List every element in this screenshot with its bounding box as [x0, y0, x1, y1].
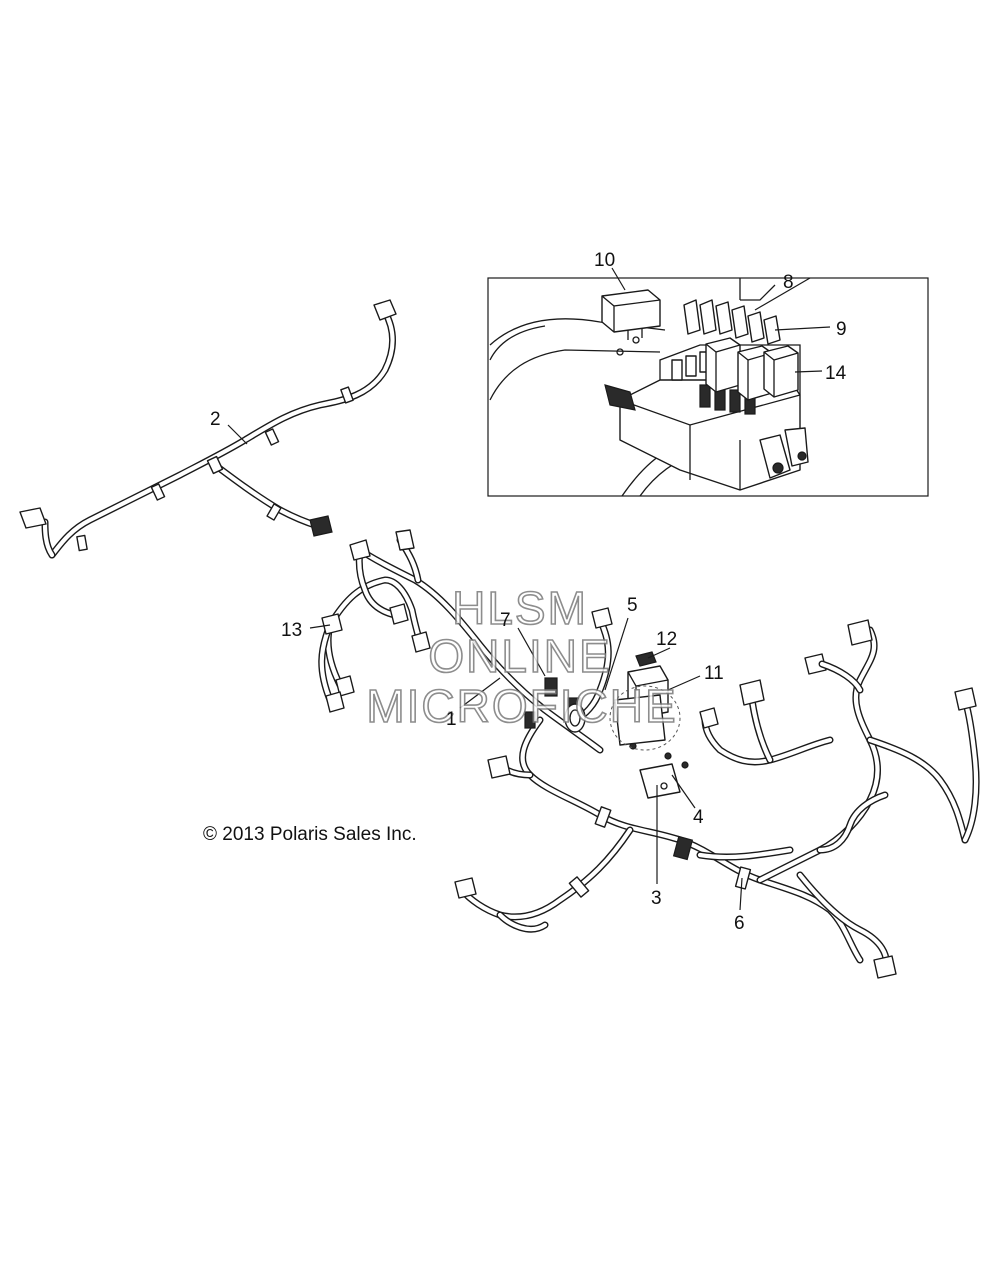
callout-1: 1: [446, 709, 457, 730]
main-harness-1: [309, 529, 980, 979]
callout-6: 6: [734, 913, 745, 934]
watermark-line-2: ONLINE: [428, 630, 611, 682]
callout-9: 9: [836, 319, 847, 340]
callout-12: 12: [656, 629, 677, 650]
callout-11: 11: [704, 663, 724, 684]
callout-3: 3: [651, 888, 662, 909]
callout-5: 5: [627, 595, 638, 616]
callout-14: 14: [825, 363, 847, 384]
callout-4: 4: [693, 807, 704, 828]
rear-harness-2: [19, 299, 397, 559]
bracket-3: [629, 742, 689, 799]
watermark-line-3: MICROFICHE: [366, 680, 677, 732]
copyright-text: © 2013 Polaris Sales Inc.: [203, 824, 417, 845]
fuse-box: [604, 344, 809, 491]
relays-14: [705, 337, 799, 401]
watermark: HLSM ONLINE MICROFICHE: [366, 581, 677, 733]
watermark-line-1: HLSM: [452, 582, 588, 634]
relay-10: [601, 289, 661, 340]
horn: [564, 703, 586, 733]
callout-2: 2: [210, 409, 221, 430]
inset-fuse-box-detail: [487, 267, 929, 497]
breaker-11-12: [609, 651, 681, 751]
fuses-8-9: [683, 299, 781, 345]
callout-7: 7: [500, 610, 511, 631]
callout-10: 10: [594, 250, 615, 271]
callout-8: 8: [783, 272, 794, 293]
callout-13: 13: [281, 620, 302, 641]
callout-labels: 10 8 9 14 2 13 7 5 12 11 1 4 3 6: [210, 250, 847, 934]
